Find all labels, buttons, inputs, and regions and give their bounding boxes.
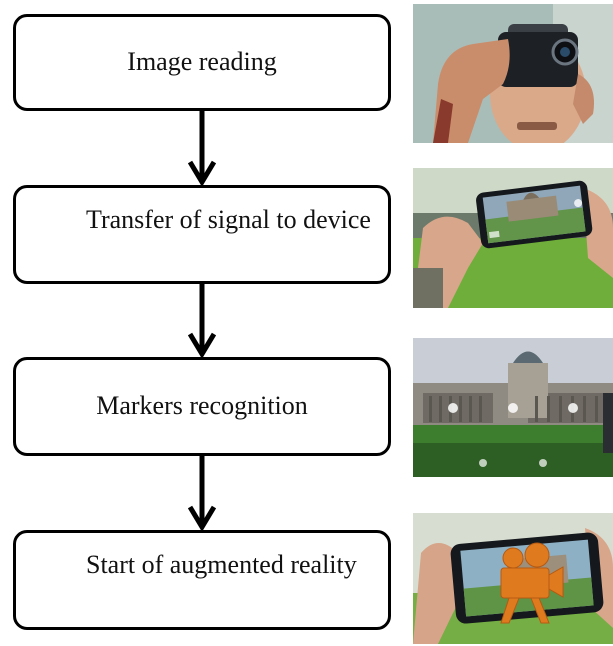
step-image-reading: Image reading — [13, 14, 391, 111]
step-transfer-signal: Transfer of signal to device — [13, 185, 391, 284]
flow-arrow — [188, 283, 216, 358]
step-label: Transfer of signal to device — [86, 205, 371, 234]
phone-camera-building-photo — [413, 168, 613, 308]
recognized-building-screen-photo — [413, 338, 613, 477]
flow-arrow — [188, 110, 216, 186]
step-markers-recognition: Markers recognition — [13, 357, 391, 456]
movie-camera-icon — [500, 542, 564, 624]
step-start-ar: Start of augmented reality — [13, 530, 391, 630]
flow-arrow — [188, 455, 216, 531]
step-label: Start of augmented reality — [86, 550, 357, 579]
ar-movie-camera-photo — [413, 513, 613, 644]
step-label: Markers recognition — [96, 391, 308, 421]
step-label: Image reading — [127, 47, 277, 77]
person-holding-phone-photo — [413, 4, 613, 143]
